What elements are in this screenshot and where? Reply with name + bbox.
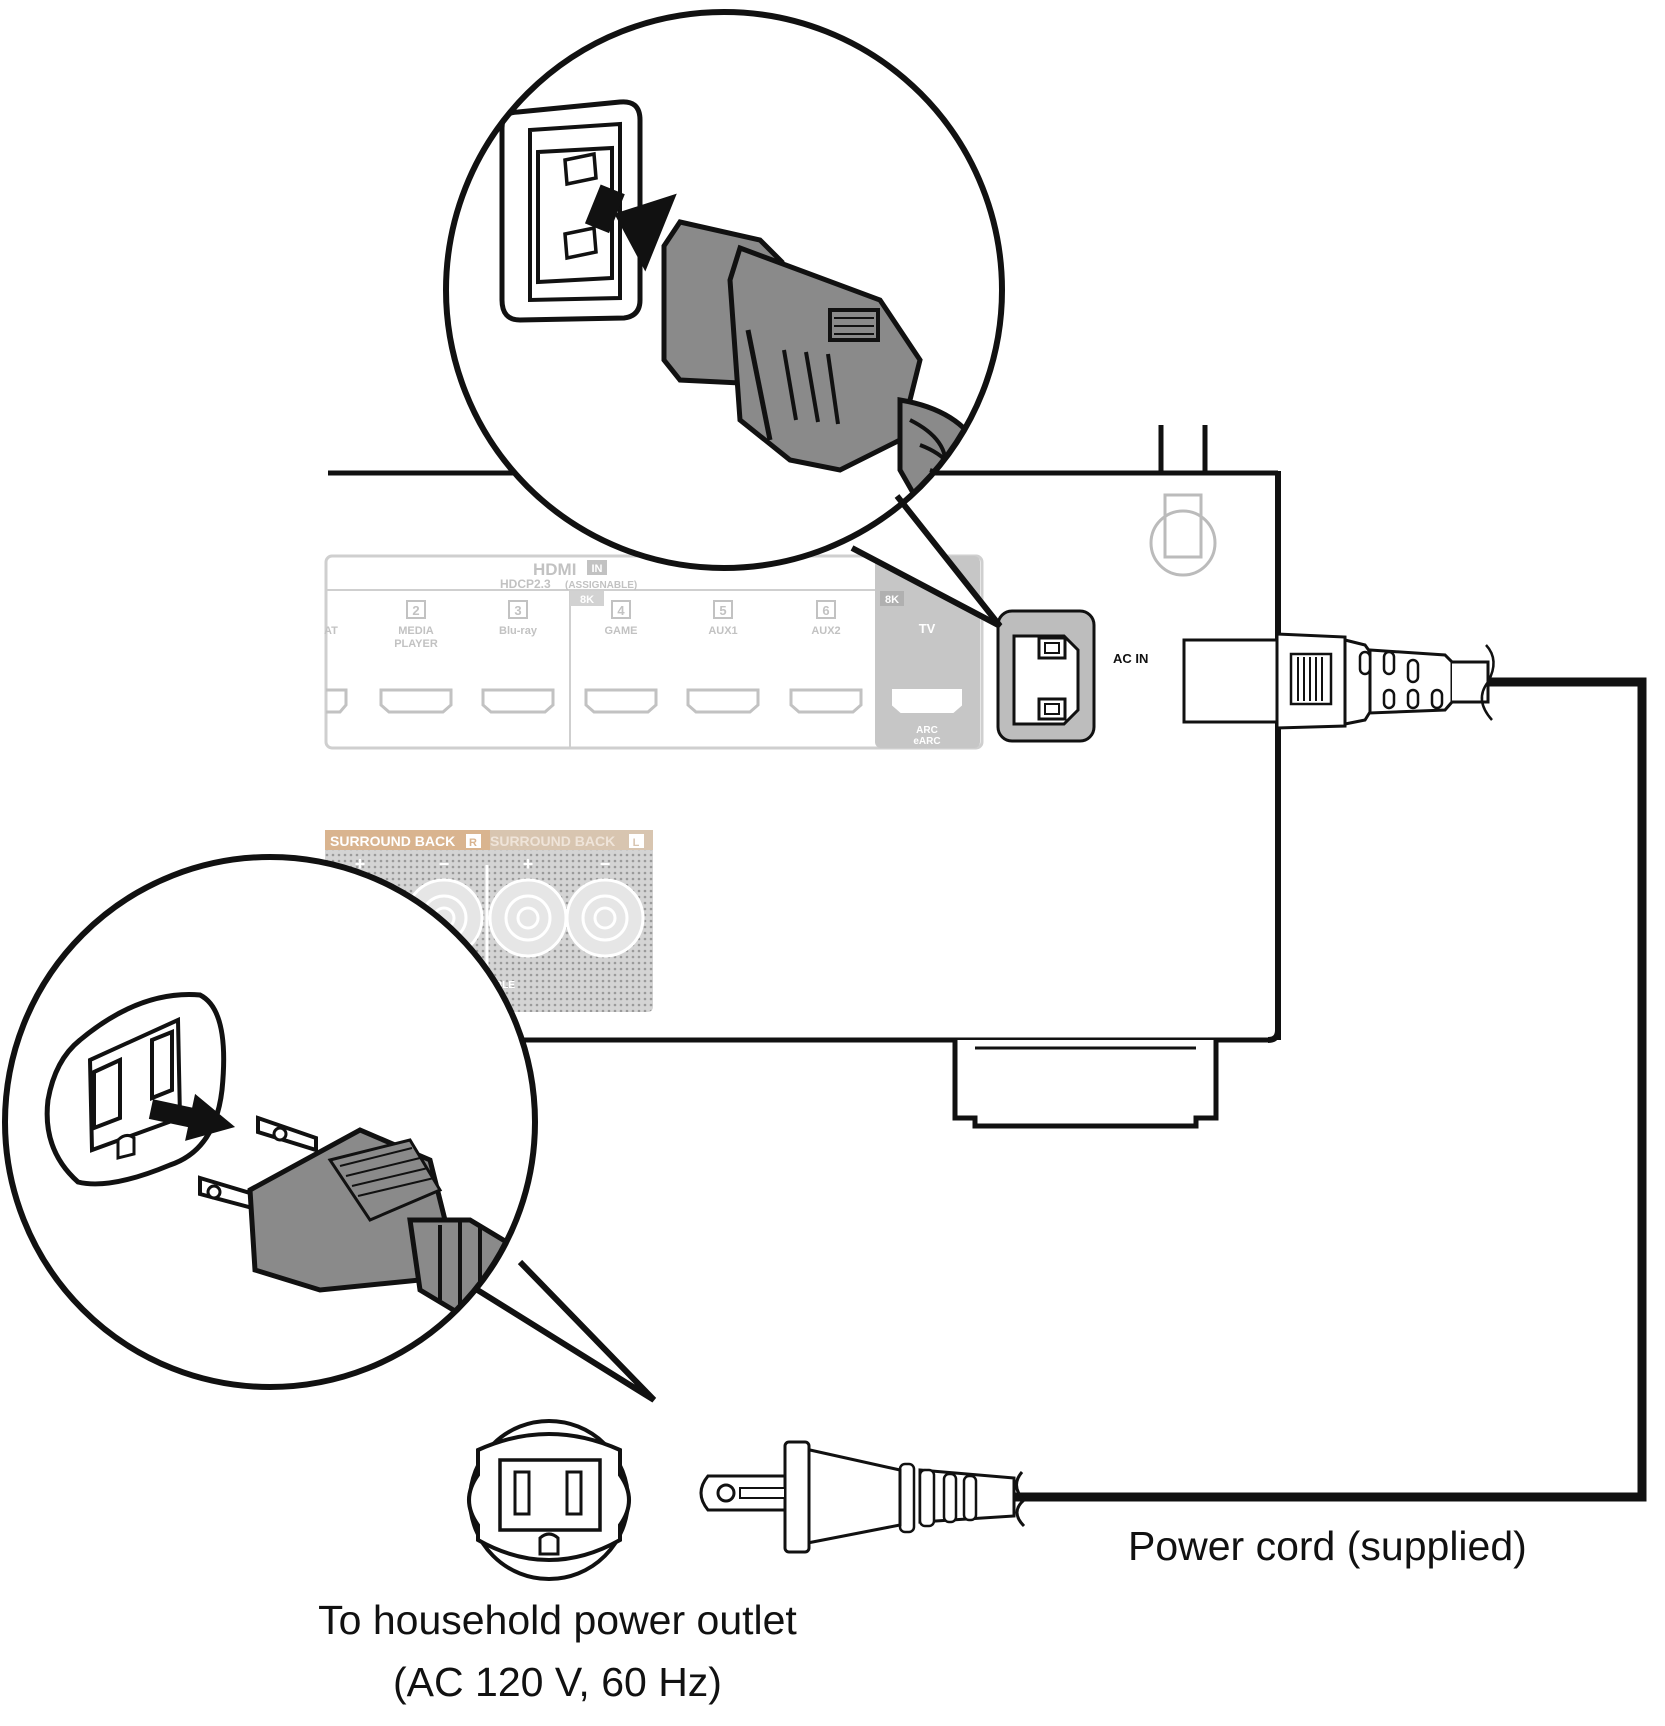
hdmi-num-3: 3 [514,603,521,618]
plus-1: + [355,854,366,874]
hdmi-num-6: 6 [822,603,829,618]
hdmi-port [789,688,863,714]
hdmi-in-badge [587,560,607,575]
hdmi-label-player: PLAYER [394,638,438,650]
hdmi-label-aux2: AUX2 [811,625,840,637]
hdmi-port [584,688,658,714]
hdmi-num-2: 2 [412,603,419,618]
hdmi-label-game: GAME [605,625,638,637]
plus-2: + [523,854,534,874]
power-cord-caption: Power cord (supplied) [1128,1523,1527,1569]
surround-back-r-label: SURROUND BACK [330,833,455,849]
hdmi-port-tv [892,689,962,713]
hdmi-assignable: (ASSIGNABLE) [565,580,637,591]
hdmi-label-aux1: AUX1 [708,625,737,637]
outlet-caption-line2: (AC 120 V, 60 Hz) [393,1659,722,1705]
us-plug [699,1440,1027,1554]
iec-connector [1182,632,1495,730]
hdmi-num-5: 5 [719,603,726,618]
hdmi-title: HDMI [533,560,576,579]
badge-8k-text: 8K [580,594,594,606]
minus-2: − [600,854,611,874]
outlet-caption-line1: To household power outlet [318,1597,797,1643]
power-cord [1013,677,1647,1502]
hdmi-port [686,688,760,714]
hdmi-in-badge-text: IN [592,563,603,575]
hdmi-spec: HDCP2.3 [500,577,551,591]
hdmi-label-sat: AT [324,625,338,637]
hdmi-port [326,688,348,714]
insert-arrow-icon [148,1093,236,1141]
insert-arrow-icon [584,184,677,272]
hdmi-port [481,688,555,714]
wall-outlet [467,1419,631,1581]
hdmi-port [379,688,453,714]
hdmi-label-bluray: Blu-ray [499,625,538,637]
hdmi-label-media: MEDIA [398,625,434,637]
ac-in-inlet [996,609,1096,743]
badge-8k [570,591,604,606]
ac-in-label: AC IN [1113,651,1148,666]
antenna [1149,425,1217,577]
hdmi-num-4: 4 [617,603,625,618]
tv-8k-badge: 8K [885,594,899,606]
zoom-callout-outlet [2,854,657,1403]
surround-back-l-badge: L [633,837,640,849]
zoom-callout-ac-in [443,9,1005,629]
surround-back-r-badge: R [469,837,477,849]
tv-label: TV [919,621,936,636]
arc-label: ARC [916,725,938,736]
earc-label: eARC [913,736,940,747]
surround-back-l-label: SURROUND BACK [490,833,615,849]
minus-1: − [439,854,450,874]
hdmi-input-panel: HDMI IN HDCP2.3 (ASSIGNABLE) 8K 2 3 4 5 … [324,554,984,750]
